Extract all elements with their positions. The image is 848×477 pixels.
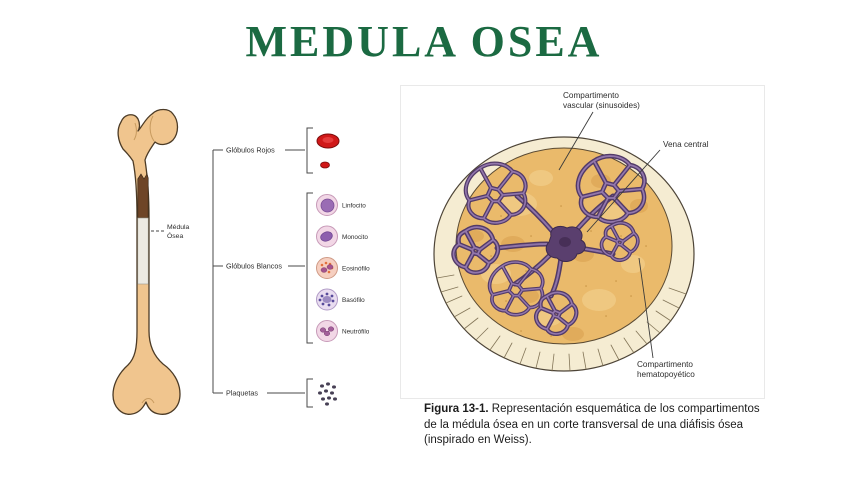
- figure-caption: Figura 13-1. Representación esquemática …: [424, 402, 764, 449]
- figure-caption-text: Representación esquemática de los compar…: [424, 403, 760, 447]
- red-blood-cell-icon: [316, 133, 340, 169]
- page-title: MEDULA OSEA: [245, 17, 603, 66]
- label-vena-central: Vena central: [663, 140, 709, 149]
- label-hemato-line1: Compartimento: [637, 360, 693, 369]
- white-cell-label-basofilo: Basófilo: [342, 297, 365, 304]
- label-vascular-line2: vascular (sinusoides): [563, 101, 640, 110]
- branch-rojos-label: Glóbulos Rojos: [226, 146, 275, 155]
- branch-plaquetas-label: Plaquetas: [226, 389, 258, 398]
- marrow-mottling: [466, 170, 648, 341]
- branch-globulos-blancos: Glóbulos Blancos Linfocito Monocito: [226, 192, 370, 344]
- bone-diagram: Médula Ósea Glóbulos Rojos Glóbulos Blan…: [112, 108, 370, 415]
- white-cell-label-monocito: Monocito: [342, 234, 368, 241]
- label-vascular-line1: Compartimento: [563, 91, 619, 100]
- vascular-sinusoids: [454, 156, 645, 334]
- monocito-icon: [316, 225, 338, 248]
- linfocito-icon: [316, 194, 338, 216]
- cross-section-figure: Compartimento vascular (sinusoides) Vena…: [400, 85, 765, 399]
- bone-label-line1: Médula: [167, 224, 190, 231]
- platelets-cluster-icon: [318, 382, 337, 406]
- branch-plaquetas: Plaquetas: [226, 378, 337, 408]
- periosteum-hatching: [436, 274, 687, 372]
- branch-globulos-rojos: Glóbulos Rojos: [226, 127, 340, 174]
- medullary-cavity: [137, 217, 149, 285]
- white-cell-label-eosinofilo: Eosinófilo: [342, 266, 370, 273]
- basofilo-icon: [316, 288, 338, 311]
- white-cell-label-linfocito: Linfocito: [342, 203, 366, 210]
- eosinofilo-icon: [316, 257, 338, 279]
- figure-labels: Compartimento vascular (sinusoides) Vena…: [558, 91, 709, 379]
- marrow-cutaway: [137, 173, 149, 219]
- medula-osea-label: Médula Ósea: [151, 224, 190, 240]
- label-hemato-line2: hematopoyético: [637, 370, 695, 379]
- tree-bracket: [212, 149, 223, 394]
- femur-bone-icon: [112, 108, 181, 415]
- branch-blancos-label: Glóbulos Blancos: [226, 262, 282, 271]
- bone-label-line2: Ósea: [167, 231, 183, 240]
- figure-caption-number: Figura 13-1.: [424, 403, 489, 415]
- neutrofilo-icon: [316, 320, 338, 342]
- white-cell-label-neutrofilo: Neutrófilo: [342, 329, 370, 336]
- vena-central-blob: [545, 225, 586, 262]
